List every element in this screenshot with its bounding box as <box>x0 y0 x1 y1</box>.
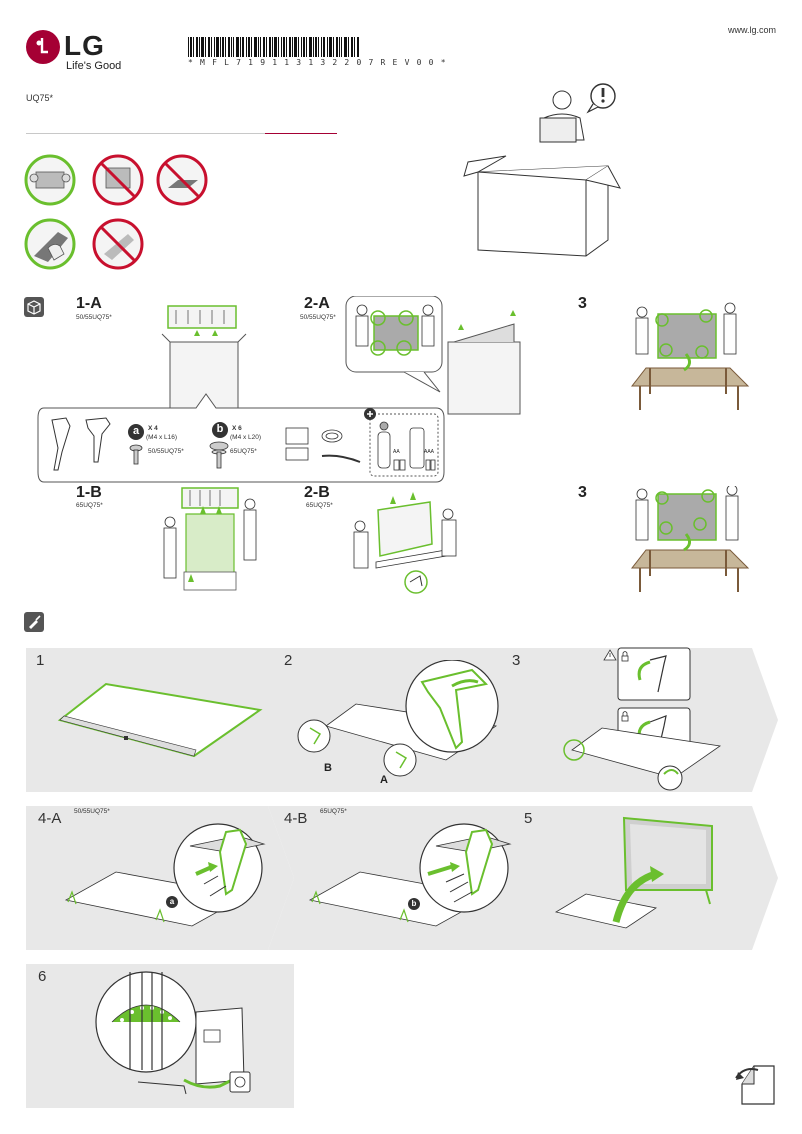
step-2b-models: 65UQ75* <box>306 502 333 509</box>
battery-aaa-label: AAA <box>424 449 435 455</box>
header-divider <box>26 133 336 134</box>
caution-person-box-illustration <box>463 83 621 257</box>
step-1a-models: 50/55UQ75* <box>76 314 112 321</box>
screw-a-models: 50/55UQ75* <box>148 448 184 455</box>
part-number: * M F L 7 1 9 1 1 3 1 3 2 2 0 7 R E V 0 … <box>188 58 447 67</box>
screw-b-count: X 6 <box>232 425 242 432</box>
step-4a-screw-legs-illustration <box>64 823 266 927</box>
screwdriver-icon <box>24 612 44 632</box>
step-2a-models: 50/55UQ75* <box>300 314 336 321</box>
step-4b-screw-callout: b <box>408 898 420 910</box>
step-2b-label: 2-B <box>304 484 330 501</box>
step-3-top-table-illustration <box>630 302 750 410</box>
plus-icon <box>364 408 376 420</box>
page-turn-icon <box>735 1065 775 1105</box>
handling-guidelines <box>24 154 144 270</box>
screw-b-callout: b <box>212 422 228 438</box>
step-4a-models: 50/55UQ75* <box>74 808 110 815</box>
wall-outlet-icon <box>229 1071 251 1093</box>
step-6-number: 6 <box>38 968 47 985</box>
box-icon <box>24 297 44 317</box>
step-3-number: 3 <box>512 652 521 669</box>
lock-icon <box>621 651 629 662</box>
step-3-bottom-table-illustration <box>630 486 750 592</box>
step-2a-label: 2-A <box>304 295 330 312</box>
no-lay-flat-icon <box>156 154 208 206</box>
step-1-tv-facedown-illustration <box>57 682 263 758</box>
lock-icon <box>621 711 629 722</box>
ok-hand-icon <box>24 218 76 270</box>
step-2-number: 2 <box>284 652 293 669</box>
step-2-leg-b-label: B <box>324 762 332 774</box>
step-5-number: 5 <box>524 810 533 827</box>
warning-icon <box>586 83 616 114</box>
step-2-leg-a-label: A <box>380 774 388 786</box>
remote-and-batteries-group <box>364 408 439 477</box>
step-2-stand-legs-illustration <box>297 660 499 777</box>
screw-b-models: 65UQ75* <box>230 448 257 455</box>
barcode-icon <box>188 37 359 57</box>
screw-b-icon <box>209 441 229 469</box>
stand-legs-icon <box>51 417 111 471</box>
screw-a-icon <box>129 444 143 465</box>
screw-a-count: X 4 <box>148 425 158 432</box>
step-4b-number: 4-B <box>284 810 308 827</box>
step-1b-box-illustration <box>163 487 257 591</box>
step-3-leg-orientation-illustration <box>563 647 722 791</box>
step-4a-screw-callout: a <box>166 896 178 908</box>
step-5-stand-up-tv-illustration <box>554 816 713 929</box>
no-touch-screen-icon <box>92 218 144 270</box>
step-4a-number: 4-A <box>38 810 62 827</box>
website-link[interactable]: www.lg.com <box>728 25 777 35</box>
step-6-cable-management-illustration <box>95 971 251 1095</box>
brand-tagline: Life's Good <box>66 60 122 72</box>
brand-name: LG <box>64 30 105 61</box>
no-hold-center-icon <box>92 154 144 206</box>
battery-aa-label: AA <box>393 449 400 455</box>
step-1a-box-illustration <box>161 305 247 409</box>
step-1a-label: 1-A <box>76 295 102 312</box>
ok-hold-sides-icon <box>24 154 76 206</box>
screw-a-callout: a <box>128 424 144 440</box>
step-1b-models: 65UQ75* <box>76 502 103 509</box>
step-2b-illustration <box>353 492 457 594</box>
step-4b-models: 65UQ75* <box>320 808 347 815</box>
step-1-number: 1 <box>36 652 45 669</box>
header-divider-accent <box>265 133 337 134</box>
manual-and-cable-icons <box>285 427 361 463</box>
caution-triangle-icon <box>603 649 617 661</box>
model-number: UQ75* <box>26 93 54 103</box>
step-1b-label: 1-B <box>76 484 102 501</box>
lg-logo-icon <box>26 30 60 64</box>
components-bubble-outline <box>37 393 445 483</box>
step-4b-screw-legs-illustration <box>308 823 512 927</box>
step-3-bottom-label: 3 <box>578 484 587 501</box>
step-2a-illustration <box>345 296 521 415</box>
screw-a-size: (M4 x L16) <box>146 434 178 441</box>
screw-b-size: (M4 x L20) <box>230 434 262 441</box>
step-3-top-label: 3 <box>578 295 587 312</box>
